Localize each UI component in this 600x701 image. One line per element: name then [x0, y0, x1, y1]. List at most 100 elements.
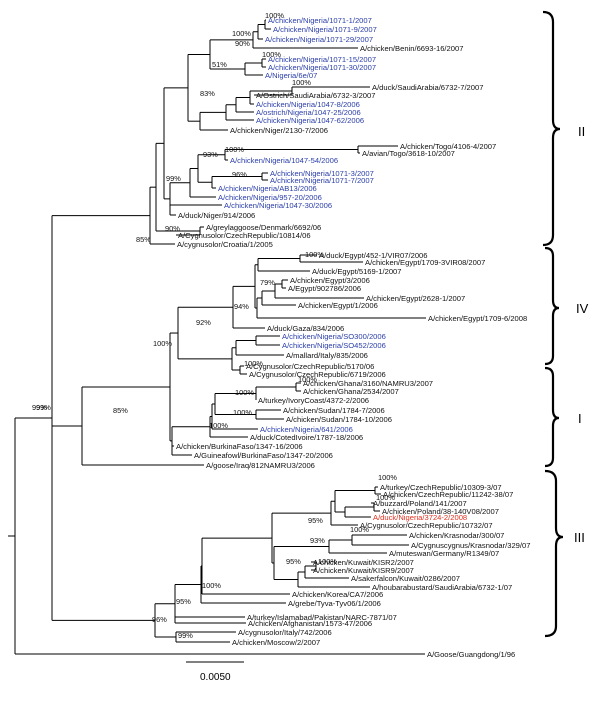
leaf-label: A/Cygnusolor/CzechRepublic/6719/2006 [249, 370, 386, 379]
leaf-label: A/greylaggoose/Denmark/6692/06 [206, 223, 321, 232]
leaf-label: A/goose/Iraq/812NAMRU3/2006 [206, 461, 315, 470]
leaf-label: A/chicken/Nigeria/1071-29/2007 [265, 35, 373, 44]
bootstrap-label: 96% [152, 615, 167, 624]
leaf-label: A/grebe/Tyva-Tyv06/1/2006 [288, 599, 381, 608]
leaf-label: A/chicken/Egypt/1709-3VIR08/2007 [365, 258, 485, 267]
leaf-label: A/Cygnusolor/CzechRepublic/10732/07 [360, 521, 493, 530]
bootstrap-label: 95% [308, 516, 323, 525]
leaf-label: A/Cygnusolor/CzechRepublic/10814/06 [178, 231, 311, 240]
leaf-label: A/cygnusolor/Croatia/1/2005 [177, 240, 273, 249]
leaf-label: A/chicken/Kuwait/KISR9/2007 [313, 566, 414, 575]
leaf-label: A/chicken/Nigeria/1047-62/2006 [256, 116, 364, 125]
scale-bar: 0.0050 [186, 661, 244, 683]
bootstrap-label: 100% [318, 557, 337, 566]
leaf-label: A/chicken/Benin/6693-16/2007 [360, 44, 463, 53]
leaf-label: A/chicken/Egypt/1/2006 [298, 301, 378, 310]
leaf-label: A/chicken/BurkinaFaso/1347-16/2006 [176, 442, 303, 451]
leaf-label: A/duck/SaudiArabia/6732-7/2007 [372, 83, 483, 92]
leaf-label: A/turkey/IvoryCoast/4372-2/2006 [258, 396, 369, 405]
leaf-label: A/sakerfalcon/Kuwait/0286/2007 [351, 574, 460, 583]
leaf-label: A/avian/Togo/3618-10/2007 [362, 149, 455, 158]
bootstrap-label: 90% [165, 224, 180, 233]
leaf-label: A/chicken/Nigeria/1071-1/2007 [268, 16, 372, 25]
leaf-label: A/duck/Gaza/834/2006 [267, 324, 344, 333]
tree-branches [8, 19, 426, 655]
leaf-label: A/cygnusolor/Italy/742/2006 [238, 628, 332, 637]
leaf-label: A/chicken/Nigeria/1047-8/2006 [256, 100, 360, 109]
scale-bar-label: 0.0050 [200, 672, 231, 683]
leaf-label: A/chicken/Sudan/1784-10/2006 [286, 415, 392, 424]
leaf-label: A/chicken/Moscow/2/2007 [232, 638, 320, 647]
bootstrap-label: 95% [176, 597, 191, 606]
bootstrap-label: 100% [153, 339, 172, 348]
leaf-label: A/mallard/Italy/835/2006 [286, 351, 368, 360]
leaf-labels: A/chicken/Nigeria/1071-1/2007A/chicken/N… [176, 16, 530, 659]
leaf-label: A/chicken/Nigeria/1047-30/2006 [224, 201, 332, 210]
bootstrap-label: 93% [203, 150, 218, 159]
clade-label: III [574, 530, 585, 545]
bootstrap-label: 83% [200, 89, 215, 98]
clade-bracket [542, 10, 561, 247]
bootstrap-label: 100% [305, 250, 324, 259]
leaf-label: A/chicken/Nigeria/SO452/2006 [282, 341, 386, 350]
bootstrap-label: 100% [209, 421, 228, 430]
bootstrap-label: 96% [232, 170, 247, 179]
clade-label: II [578, 124, 585, 139]
bootstrap-label: 99% [178, 631, 193, 640]
leaf-label: A/duck/Egypt/5169-1/2007 [312, 267, 402, 276]
leaf-label: A/duck/Egypt/452-1/VIR07/2006 [319, 251, 428, 260]
bootstrap-label: 79% [260, 278, 275, 287]
bootstrap-label: 85% [136, 235, 151, 244]
bootstrap-label: 99% [166, 174, 181, 183]
leaf-label: A/chicken/Togo/4106-4/2007 [400, 142, 496, 151]
leaf-label: A/chicken/Nigeria/1071-30/2007 [268, 63, 376, 72]
bootstrap-label: 51% [212, 60, 227, 69]
leaf-label: A/turkey/Islamabad/Pakistan/NARC-7871/07 [247, 613, 397, 622]
leaf-label: A/duck/CotedIvoire/1787-18/2006 [250, 433, 363, 442]
bootstrap-label: 100% [376, 493, 395, 502]
bootstrap-label: 85% [113, 406, 128, 415]
leaf-label: A/chicken/Nigeria/AB13/2006 [218, 184, 317, 193]
bootstrap-label: 93% [310, 536, 325, 545]
clade-bracket [544, 366, 560, 468]
bootstrap-label: 100% [225, 145, 244, 154]
bootstrap-label: 100% [262, 50, 281, 59]
leaf-label: A/duck/Nigeria/3724-2/2008 [373, 513, 467, 522]
bootstrap-labels: 100% 100% 90% 100% 51% 100% 83% 100% 93% 96% 99% 99… [32, 11, 397, 640]
leaf-label: A/Ostrich/SaudiArabia/6732-3/2007 [256, 91, 375, 100]
leaf-label: A/Egypt/902786/2006 [288, 284, 361, 293]
leaf-label: A/chicken/Sudan/1784-7/2006 [283, 406, 385, 415]
bootstrap-label: 100% [378, 473, 397, 482]
leaf-label: A/Cygnuscygnus/Krasnodar/329/07 [411, 541, 530, 550]
leaf-label: A/chicken/Nigeria/SO300/2006 [282, 332, 386, 341]
leaf-label: A/buzzard/Poland/141/2007 [373, 499, 467, 508]
bootstrap-label: 95% [286, 557, 301, 566]
leaf-label: A/chicken/Egypt/1709-6/2008 [428, 314, 527, 323]
leaf-label: A/Goose/Guangdong/1/96 [427, 650, 515, 659]
clade-brackets: II IV I III [542, 10, 589, 638]
leaf-label: A/chicken/Ghana/2534/2007 [303, 387, 399, 396]
bootstrap-label: 100% [350, 525, 369, 534]
leaf-label: A/chicken/CzechRepublic/11242-38/07 [383, 490, 513, 499]
leaf-label: A/chicken/Afghanistan/1573-47/2006 [248, 619, 372, 628]
bootstrap-label: 90% [235, 39, 250, 48]
clade-bracket [544, 246, 560, 366]
bootstrap-label: 92% [196, 318, 211, 327]
leaf-label: A/turkey/CzechRepublic/10309-3/07 [380, 483, 502, 492]
leaf-label: A/Nigeria/6e/07 [265, 71, 317, 80]
bootstrap-label: 94% [234, 302, 249, 311]
leaf-label: A/chicken/Egypt/2628-1/2007 [366, 294, 465, 303]
clade-bracket [544, 469, 564, 638]
leaf-label: A/chicken/Nigeria/1047-54/2006 [230, 156, 338, 165]
leaf-label: A/duck/Niger/914/2006 [178, 211, 255, 220]
bootstrap-label: 100% [235, 388, 254, 397]
clade-label: I [578, 411, 582, 426]
bootstrap-label: 100% [233, 408, 252, 417]
leaf-label: A/chicken/Nigeria/1071-7/2007 [270, 176, 374, 185]
bootstrap-label: 100% [202, 581, 221, 590]
leaf-label: A/muteswan/Germany/R1349/07 [389, 549, 499, 558]
bootstrap-label: 99% [32, 403, 47, 412]
leaf-label: A/chicken/Krasnodar/300/07 [409, 531, 504, 540]
bootstrap-label: 100% [265, 11, 284, 20]
leaf-label: A/chicken/Korea/CA7/2006 [292, 590, 383, 599]
